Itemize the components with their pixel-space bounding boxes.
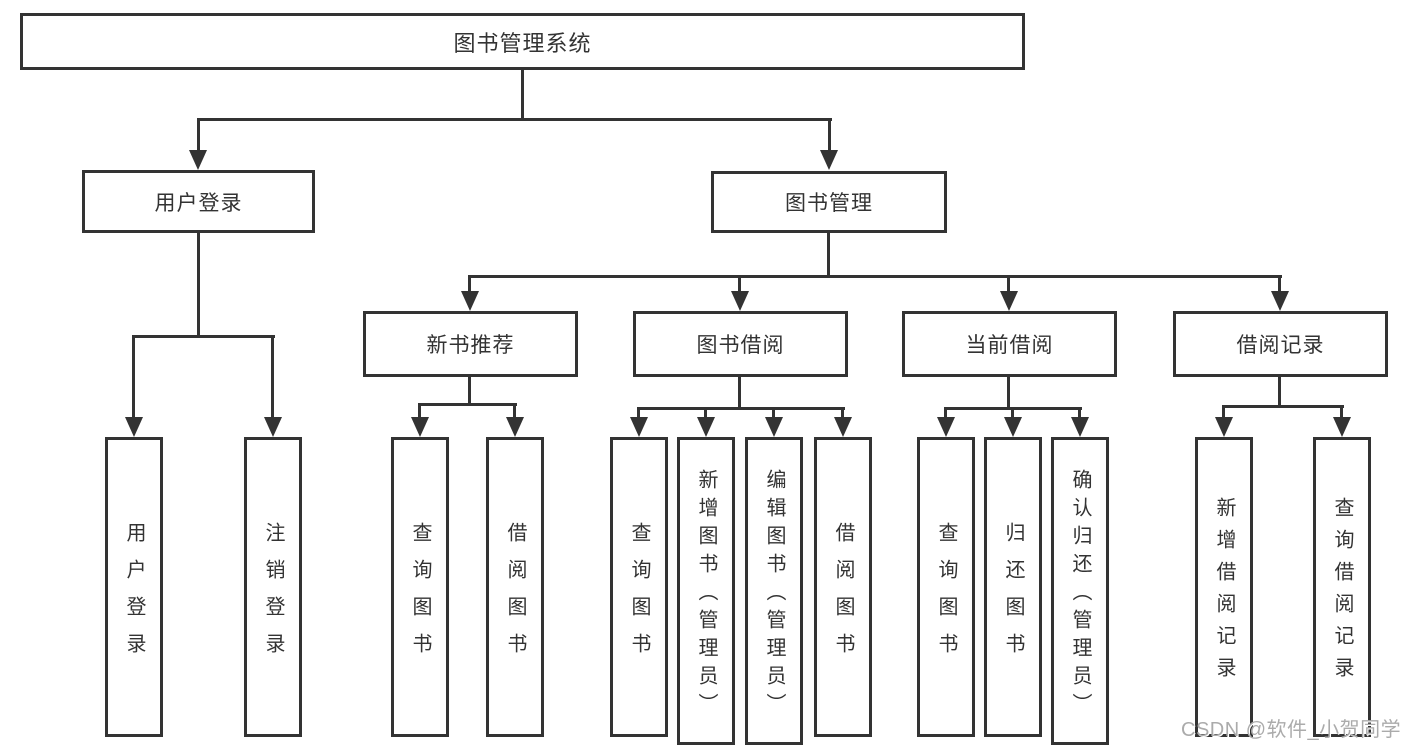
- leaf-return-books-label: 归还图书: [1002, 521, 1024, 670]
- connector-mgmt-stem-3: [1007, 275, 1010, 293]
- leaf-edit-book-admin: 编辑图书（管理员）: [745, 437, 803, 745]
- arrow-down-borrow-records: [1271, 291, 1289, 311]
- branch-user-login: 用户登录: [82, 170, 315, 233]
- watermark-csdn: CSDN @软件_小贺同学: [1181, 719, 1402, 741]
- arrow-down-borrow-books-recommend: [506, 417, 524, 437]
- arrow-down-query-borrow-record: [1333, 417, 1351, 437]
- connector-root-hline: [197, 118, 832, 121]
- arrow-down-leaf-logout: [264, 417, 282, 437]
- connector-records-hline: [1222, 405, 1344, 408]
- connector-login-stem-right: [271, 335, 274, 419]
- connector-login-vline: [197, 233, 200, 335]
- connector-records-vline: [1278, 377, 1281, 408]
- connector-borrow-hline: [637, 407, 845, 410]
- connector-borrow-stem-2: [704, 407, 707, 419]
- connector-recommend-stem-2: [513, 403, 516, 419]
- arrow-down-add-borrow-record: [1215, 417, 1233, 437]
- leaf-borrow-books-recommend: 借阅图书: [486, 437, 544, 737]
- connector-recommend-stem-1: [418, 403, 421, 419]
- arrow-down-query-books-borrow: [630, 417, 648, 437]
- arrow-down-add-book-admin: [697, 417, 715, 437]
- leaf-confirm-return-admin-label: 确认归还（管理员）: [1069, 469, 1091, 721]
- leaf-logout-label: 注销登录: [262, 521, 284, 670]
- leaf-add-borrow-record-label: 新增借阅记录: [1213, 497, 1235, 689]
- connector-mgmt-stem-4: [1278, 275, 1281, 293]
- leaf-query-books-borrow: 查询图书: [610, 437, 668, 737]
- leaf-query-books-recommend-label: 查询图书: [409, 521, 431, 670]
- connector-borrow-vline: [738, 377, 741, 410]
- leaf-query-books-borrow-label: 查询图书: [628, 521, 650, 670]
- connector-current-stem-1: [944, 407, 947, 419]
- section-book-borrow: 图书借阅: [633, 311, 848, 377]
- leaf-query-books-current-label: 查询图书: [935, 521, 957, 670]
- leaf-borrow-books-label: 借阅图书: [832, 521, 854, 670]
- arrow-down-edit-book-admin: [765, 417, 783, 437]
- connector-mgmt-hline: [468, 275, 1282, 278]
- connector-login-stem-left: [132, 335, 135, 419]
- arrow-down-confirm-return-admin: [1071, 417, 1089, 437]
- leaf-confirm-return-admin: 确认归还（管理员）: [1051, 437, 1109, 745]
- arrow-down-query-books-current: [937, 417, 955, 437]
- connector-mgmt-stem-2: [738, 275, 741, 293]
- connector-root-stem-right: [828, 118, 831, 152]
- branch-book-management: 图书管理: [711, 171, 947, 233]
- leaf-query-books-recommend: 查询图书: [391, 437, 449, 737]
- leaf-query-borrow-record: 查询借阅记录: [1313, 437, 1371, 737]
- arrow-down-new-book-recommend: [461, 291, 479, 311]
- arrow-down-book-management: [820, 150, 838, 170]
- connector-login-hline: [132, 335, 275, 338]
- connector-root-vline: [521, 70, 524, 121]
- leaf-borrow-books: 借阅图书: [814, 437, 872, 737]
- arrow-down-borrow-books: [834, 417, 852, 437]
- leaf-user-login-label: 用户登录: [123, 521, 145, 670]
- leaf-return-books: 归还图书: [984, 437, 1042, 737]
- connector-recommend-hline: [418, 403, 517, 406]
- arrow-down-return-books: [1004, 417, 1022, 437]
- root-node-library-system: 图书管理系统: [20, 13, 1025, 70]
- connector-borrow-stem-4: [841, 407, 844, 419]
- leaf-user-login: 用户登录: [105, 437, 163, 737]
- connector-records-stem-2: [1340, 405, 1343, 419]
- section-current-borrow: 当前借阅: [902, 311, 1117, 377]
- connector-recommend-vline: [468, 377, 471, 406]
- leaf-add-book-admin-label: 新增图书（管理员）: [695, 469, 717, 721]
- connector-current-stem-2: [1011, 407, 1014, 419]
- leaf-add-book-admin: 新增图书（管理员）: [677, 437, 735, 745]
- leaf-add-borrow-record: 新增借阅记录: [1195, 437, 1253, 737]
- arrow-down-book-borrow: [731, 291, 749, 311]
- connector-root-stem-left: [197, 118, 200, 152]
- arrow-down-leaf-user-login: [125, 417, 143, 437]
- arrow-down-query-books-recommend: [411, 417, 429, 437]
- arrow-down-user-login: [189, 150, 207, 170]
- connector-borrow-stem-1: [637, 407, 640, 419]
- section-new-book-recommend: 新书推荐: [363, 311, 578, 377]
- connector-current-stem-3: [1078, 407, 1081, 419]
- leaf-query-borrow-record-label: 查询借阅记录: [1331, 497, 1353, 689]
- connector-records-stem-1: [1222, 405, 1225, 419]
- section-borrow-records: 借阅记录: [1173, 311, 1388, 377]
- leaf-borrow-books-recommend-label: 借阅图书: [504, 521, 526, 670]
- connector-mgmt-vline: [827, 233, 830, 277]
- arrow-down-current-borrow: [1000, 291, 1018, 311]
- connector-current-vline: [1007, 377, 1010, 410]
- connector-borrow-stem-3: [772, 407, 775, 419]
- connector-mgmt-stem-1: [468, 275, 471, 293]
- leaf-edit-book-admin-label: 编辑图书（管理员）: [763, 469, 785, 721]
- leaf-logout: 注销登录: [244, 437, 302, 737]
- leaf-query-books-current: 查询图书: [917, 437, 975, 737]
